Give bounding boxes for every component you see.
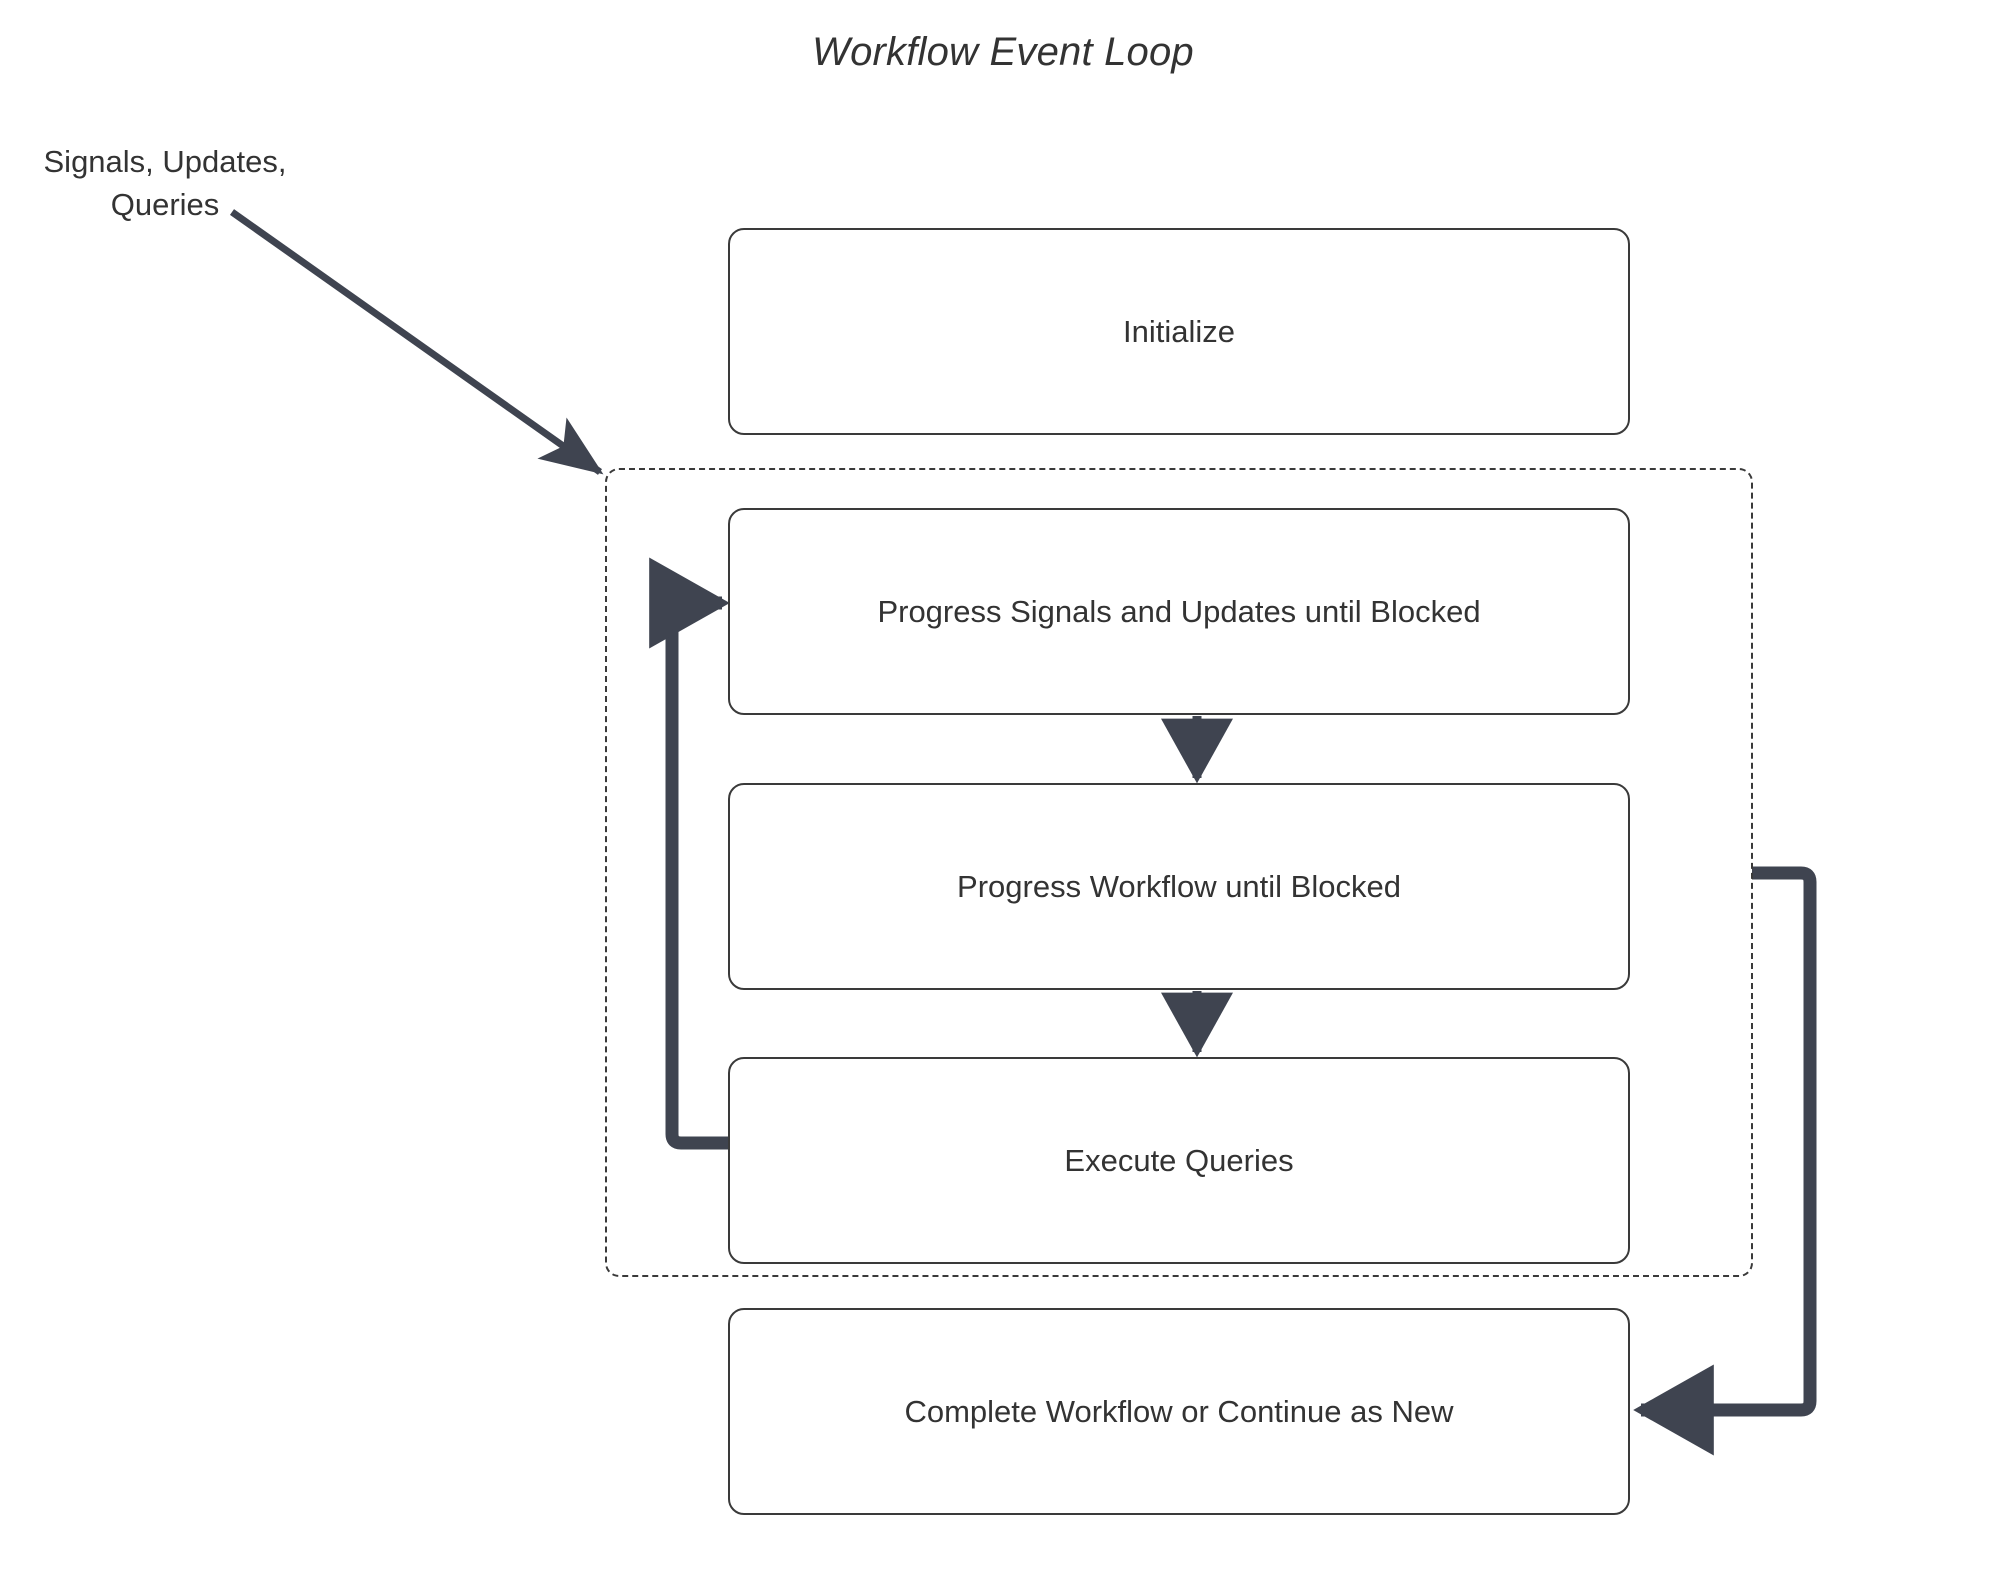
node-progress-workflow[interactable]: Progress Workflow until Blocked xyxy=(728,783,1630,990)
node-initialize[interactable]: Initialize xyxy=(728,228,1630,435)
page-title: Workflow Event Loop xyxy=(812,30,1194,74)
node-execute-queries[interactable]: Execute Queries xyxy=(728,1057,1630,1264)
event-loop-container xyxy=(605,468,1753,1277)
external-input-label: Signals, Updates, Queries xyxy=(43,144,287,222)
node-complete-workflow[interactable]: Complete Workflow or Continue as New xyxy=(728,1308,1630,1515)
edge-external-input-to-loop xyxy=(229,209,604,475)
node-progress-signals[interactable]: Progress Signals and Updates until Block… xyxy=(728,508,1630,715)
